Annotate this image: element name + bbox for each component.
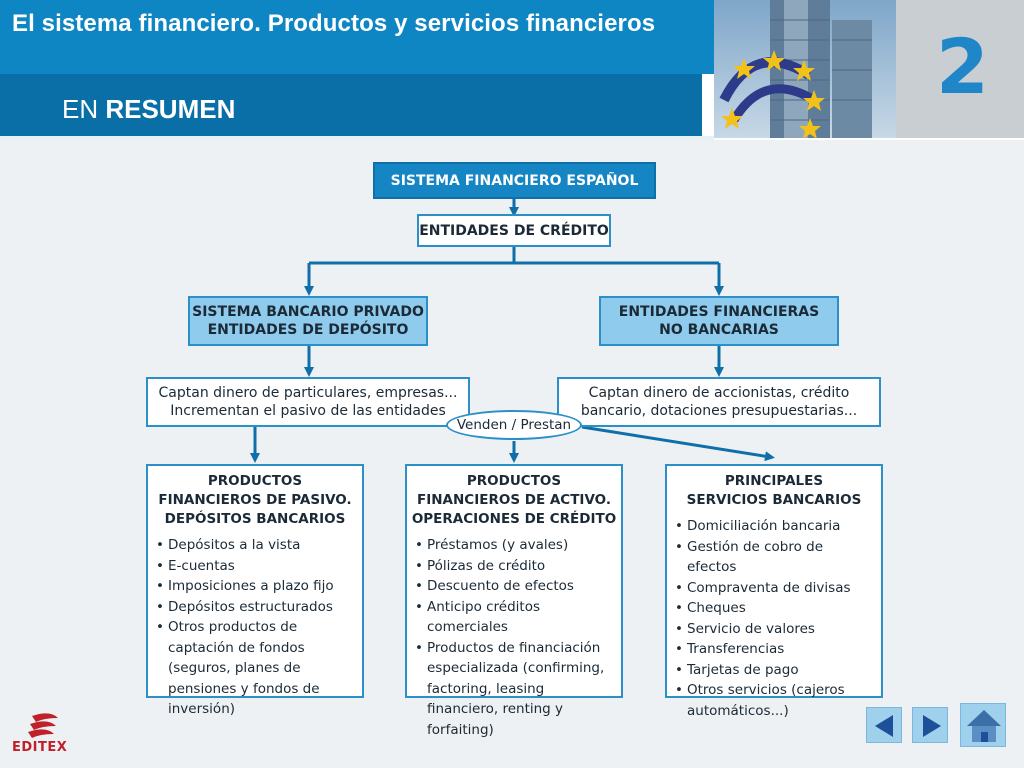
list-item: Préstamos (y avales) — [415, 535, 615, 556]
editex-logo — [10, 712, 80, 758]
list-item: Anticipo créditos comerciales — [415, 597, 615, 638]
list-item: Otros servicios (cajeros automáticos...) — [675, 680, 875, 721]
activo-title: PRODUCTOS FINANCIEROS DE ACTIVO. OPERACI… — [407, 472, 621, 529]
next-button[interactable] — [912, 707, 948, 743]
list-item: Productos de financiación especializada … — [415, 638, 615, 741]
section-prefix: EN — [62, 94, 106, 124]
services-title-line1: PRINCIPALES — [724, 473, 824, 489]
header-divider — [0, 136, 714, 140]
section-bar: EN RESUMEN — [0, 74, 702, 136]
list-item: Imposiciones a plazo fijo — [156, 576, 356, 597]
home-button[interactable] — [960, 703, 1006, 747]
list-item: Depósitos a la vista — [156, 535, 356, 556]
home-icon — [967, 710, 1001, 742]
list-item: Depósitos estructurados — [156, 597, 356, 618]
previous-button[interactable] — [866, 707, 902, 743]
non-bank-line2: NO BANCARIAS — [659, 322, 779, 338]
pasivo-title-line1: PRODUCTOS — [207, 473, 303, 489]
unit-number-panel: 2 — [896, 0, 1024, 138]
list-item: Servicio de valores — [675, 619, 875, 640]
credit-entities-label: ENTIDADES DE CRÉDITO — [419, 222, 609, 239]
activo-title-line3: OPERACIONES DE CRÉDITO — [411, 511, 617, 527]
root-label: SISTEMA FINANCIERO ESPAÑOL — [390, 172, 639, 189]
activo-title-line1: PRODUCTOS — [466, 473, 562, 489]
credit-entities-node: ENTIDADES DE CRÉDITO — [417, 214, 611, 247]
left-description-node: Captan dinero de particulares, empresas.… — [146, 377, 470, 427]
private-banking-node: SISTEMA BANCARIO PRIVADO ENTIDADES DE DE… — [188, 296, 428, 346]
connector-label: Venden / Prestan — [446, 410, 582, 440]
right-description-node: Captan dinero de accionistas, crédito ba… — [557, 377, 881, 427]
root-node: SISTEMA FINANCIERO ESPAÑOL — [373, 162, 656, 199]
private-banking-line1: SISTEMA BANCARIO PRIVADO — [192, 304, 424, 320]
right-desc-line2: bancario, dotaciones presupuestarias... — [580, 403, 858, 419]
activo-title-line2: FINANCIEROS DE ACTIVO. — [417, 492, 611, 508]
building-photo — [714, 0, 896, 138]
non-bank-entities-node: ENTIDADES FINANCIERAS NO BANCARIAS — [599, 296, 839, 346]
services-list: Domiciliación bancaria Gestión de cobro … — [667, 516, 881, 721]
services-title: PRINCIPALES SERVICIOS BANCARIOS — [667, 472, 881, 510]
pasivo-products-box: PRODUCTOS FINANCIEROS DE PASIVO. DEPÓSIT… — [146, 464, 364, 717]
pasivo-title-line2: FINANCIEROS DE PASIVO. — [158, 492, 352, 508]
list-item: Tarjetas de pago — [675, 660, 875, 681]
list-item: Gestión de cobro de efectos — [675, 537, 875, 578]
list-item: Domiciliación bancaria — [675, 516, 875, 537]
pasivo-title-line3: DEPÓSITOS BANCARIOS — [164, 511, 346, 527]
activo-list: Préstamos (y avales) Pólizas de crédito … — [407, 535, 621, 740]
logo-text: EDITEX — [12, 740, 68, 755]
section-title: EN RESUMEN — [62, 94, 235, 125]
services-box: PRINCIPALES SERVICIOS BANCARIOS Domicili… — [665, 464, 883, 719]
left-desc-line1: Captan dinero de particulares, empresas.… — [158, 385, 458, 401]
list-item: Pólizas de crédito — [415, 556, 615, 577]
private-banking-line2: ENTIDADES DE DEPÓSITO — [207, 322, 409, 338]
section-bold: RESUMEN — [105, 94, 236, 124]
page-title: El sistema financiero. Productos y servi… — [12, 10, 656, 37]
pasivo-title: PRODUCTOS FINANCIEROS DE PASIVO. DEPÓSIT… — [148, 472, 362, 529]
left-desc-line2: Incrementan el pasivo de las entidades — [170, 403, 446, 419]
list-item: Otros productos de captación de fondos (… — [156, 617, 356, 720]
services-title-line2: SERVICIOS BANCARIOS — [686, 492, 862, 508]
list-item: Cheques — [675, 598, 875, 619]
arrow-left-icon — [875, 715, 893, 737]
list-item: Transferencias — [675, 639, 875, 660]
editex-logo-mark — [28, 713, 58, 738]
list-item: Descuento de efectos — [415, 576, 615, 597]
arrow-right-icon — [923, 715, 941, 737]
right-desc-line1: Captan dinero de accionistas, crédito — [588, 385, 850, 401]
header-bar: El sistema financiero. Productos y servi… — [0, 0, 714, 74]
list-item: E-cuentas — [156, 556, 356, 577]
unit-number: 2 — [936, 22, 989, 111]
non-bank-line1: ENTIDADES FINANCIERAS — [618, 304, 820, 320]
activo-products-box: PRODUCTOS FINANCIEROS DE ACTIVO. OPERACI… — [405, 464, 623, 738]
pasivo-list: Depósitos a la vista E-cuentas Imposicio… — [148, 535, 362, 720]
list-item: Compraventa de divisas — [675, 578, 875, 599]
